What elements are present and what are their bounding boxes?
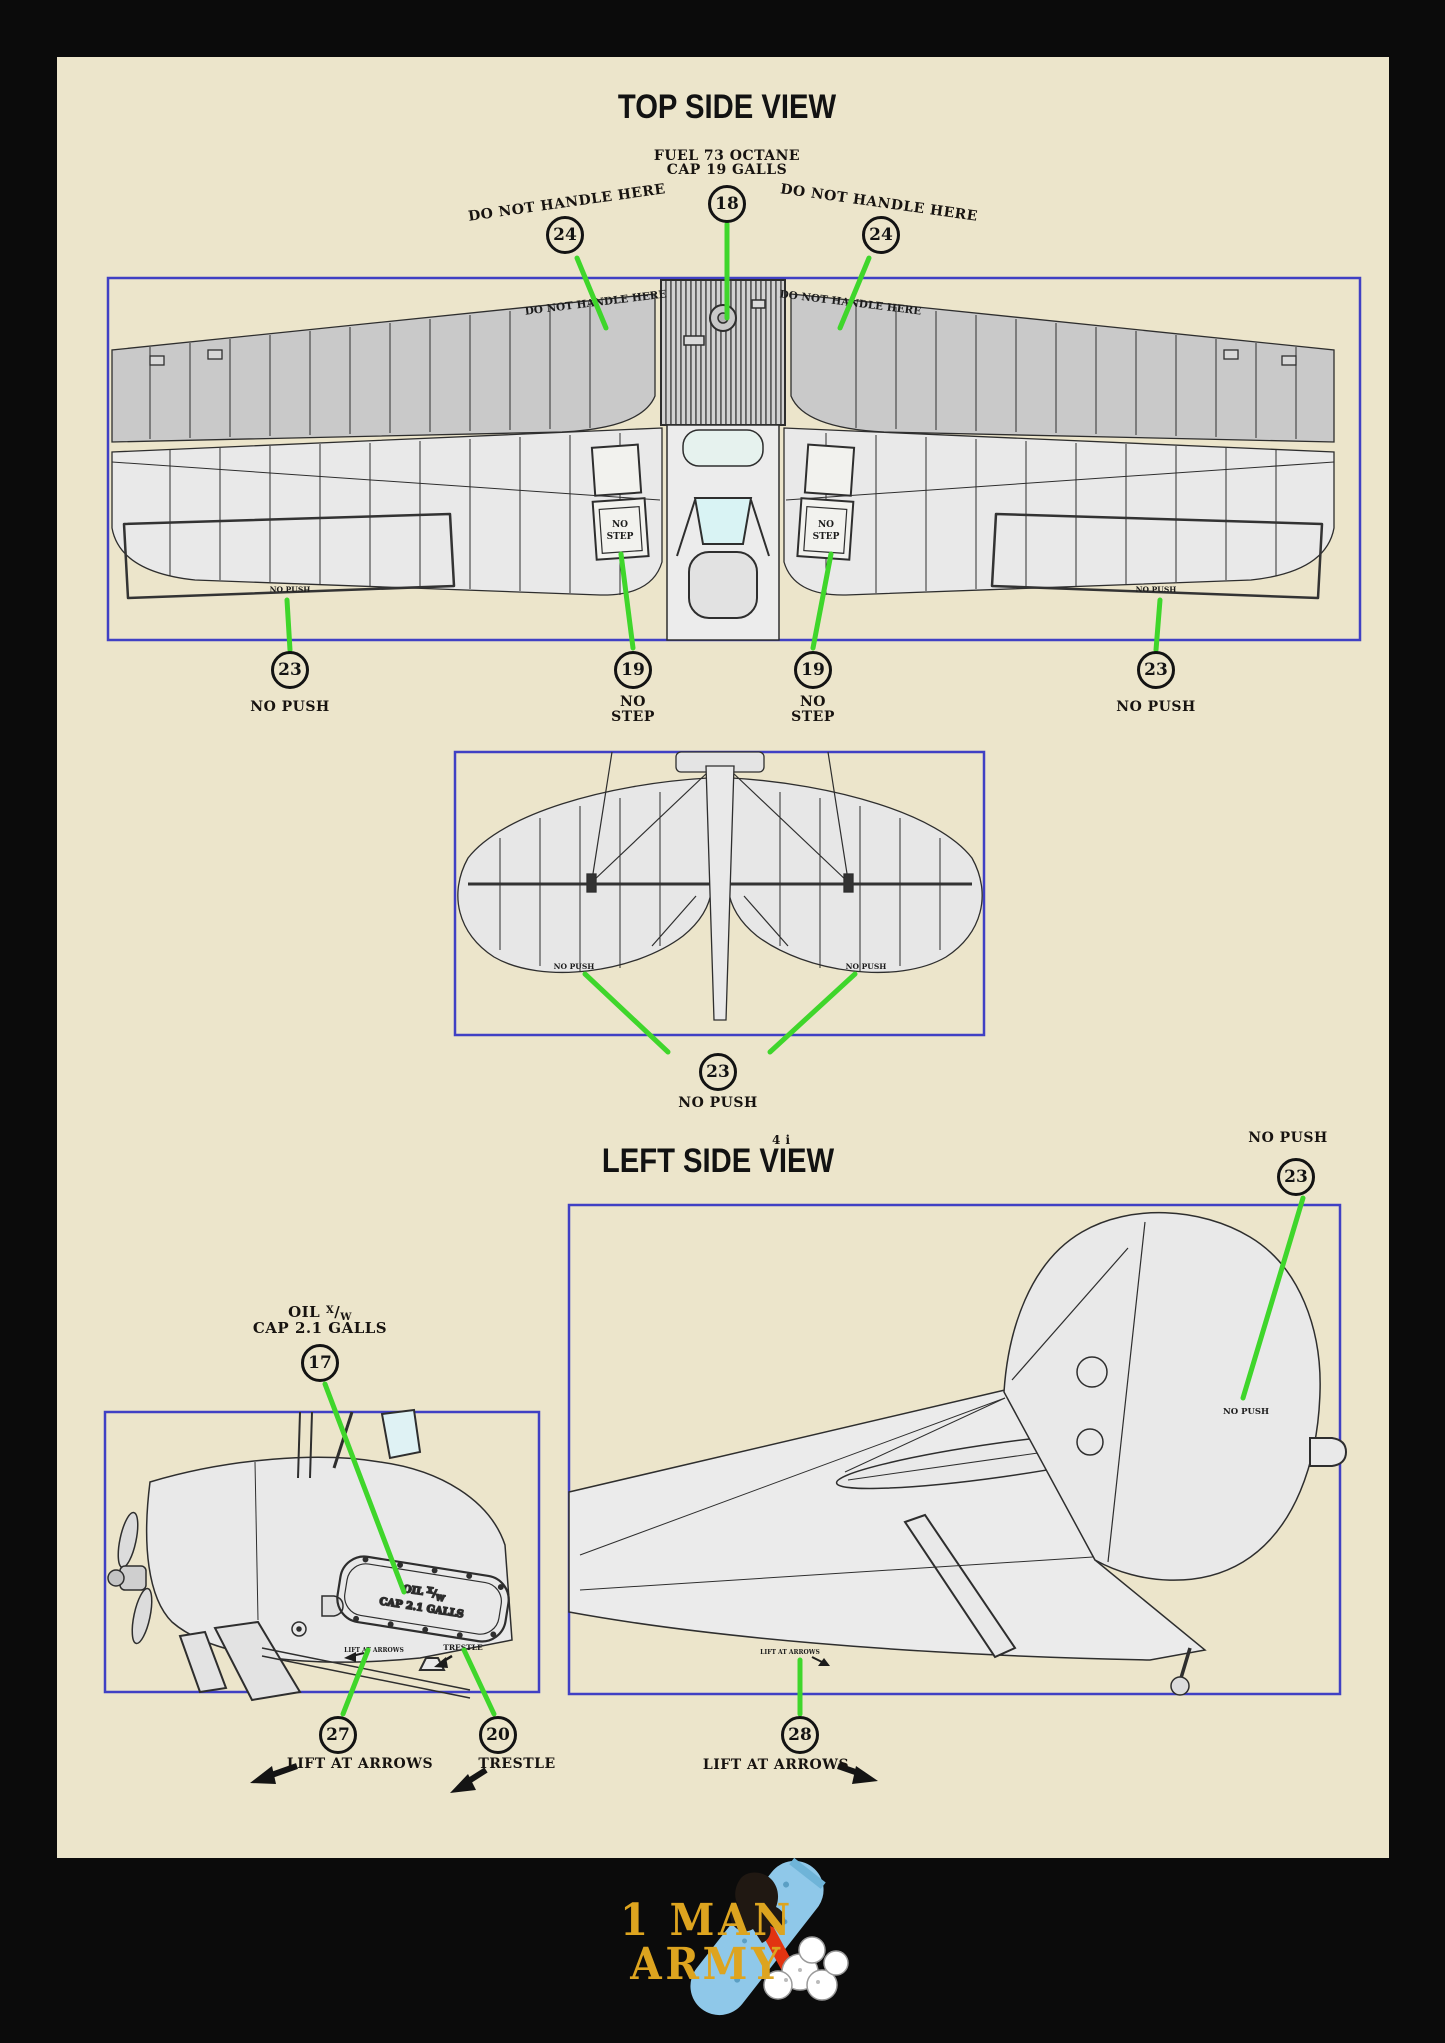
windscreen-side: [380, 1408, 422, 1460]
callout-lines-nose: [322, 1381, 497, 1717]
callout-23-wing-left: 23: [271, 651, 309, 689]
fuel-label-line1: FUEL 73 OCTANE: [653, 148, 801, 164]
callout-17-oil: 17: [301, 1344, 339, 1382]
top-view-fuselage: [660, 279, 786, 641]
oil-word: OIL: [288, 1303, 321, 1321]
left-view-no-push-label: NO PUSH: [1248, 1130, 1328, 1146]
no-step-marking-right-1: NO: [818, 520, 834, 530]
left-view-lift-marking: LIFT AT ARROWS: [760, 1649, 820, 1656]
no-step-label-right-1: NO: [800, 694, 826, 710]
nose-view-diagram: OIL X/W CAP 2.1 GALLS LIFT AT ARROWS TRE…: [103, 1381, 541, 1717]
tail-handle: [1309, 1437, 1348, 1467]
logo-line1: 1 MAN: [620, 1895, 794, 1946]
left-view-title: LEFT SIDE VIEW: [601, 1142, 835, 1180]
no-step-marking-left-1: NO: [612, 520, 628, 530]
tailskid-wheel: [1170, 1676, 1190, 1696]
nose-lift-marking: LIFT AT ARROWS: [344, 1647, 404, 1654]
callout-27-lift: 27: [319, 1716, 357, 1754]
oil-marking-line1: OIL X/W: [402, 1581, 448, 1604]
oil-label-line2: CAP 2.1 GALLS: [252, 1319, 388, 1337]
callout-28-lift: 28: [781, 1716, 819, 1754]
no-step-marking-left-2: STEP: [607, 532, 634, 542]
no-push-label-right: NO PUSH: [1116, 699, 1196, 715]
callout-23-wing-right: 23: [1137, 651, 1175, 689]
mini-arrows-nose: [344, 1652, 453, 1668]
lift-at-arrows-label-left: LIFT AT ARROWS: [286, 1756, 434, 1772]
tail-no-push-marking-right: NO PUSH: [846, 962, 887, 971]
no-step-label-left-2: STEP: [611, 709, 655, 725]
no-step-label-left-1: NO: [620, 694, 646, 710]
tail-no-push-marking-left: NO PUSH: [554, 962, 595, 971]
left-view-diagram: NO PUSH LIFT AT ARROWS: [567, 1195, 1348, 1717]
lift-mini-arrow-left-view: [811, 1656, 830, 1666]
propeller-blade: [117, 1511, 139, 1569]
fin-rudder: [1003, 1212, 1321, 1581]
callout-18-fuel: 18: [708, 185, 746, 223]
upper-wing: [111, 293, 656, 443]
walkway-outline: [122, 512, 456, 600]
oil-frac-slash: /: [334, 1303, 341, 1321]
landing-gear-leg: [213, 1620, 302, 1702]
lift-at-arrows-label-right: LIFT AT ARROWS: [702, 1757, 850, 1773]
oil-frac-num: X: [325, 1305, 335, 1316]
logo-line2: ARMY: [630, 1939, 784, 1990]
cloud-icon: [763, 1936, 849, 2001]
callout-24-right: 24: [862, 216, 900, 254]
lower-wing: [111, 427, 663, 596]
tail-view-diagram: NO PUSH NO PUSH: [453, 750, 986, 1055]
direction-arrows: [250, 1763, 878, 1793]
callout-19-right: 19: [794, 651, 832, 689]
callout-lines-top: [284, 221, 1163, 653]
no-push-label-left: NO PUSH: [250, 699, 330, 715]
callout-23-rudder: 23: [1277, 1158, 1315, 1196]
rear-fuselage: [568, 1389, 1207, 1661]
nose-trestle-marking: TRESTLE: [443, 1643, 483, 1652]
callout-24-left: 24: [546, 216, 584, 254]
top-view-title: TOP SIDE VIEW: [617, 88, 837, 126]
cockpit-opening: [688, 551, 758, 619]
rudder-no-push-marking: NO PUSH: [1223, 1407, 1269, 1417]
callout-lines-left-view: [797, 1195, 1306, 1717]
fuel-label-line2: CAP 19 GALLS: [666, 162, 788, 178]
trestle-label: TRESTLE: [478, 1756, 556, 1772]
callout-20-trestle: 20: [479, 1716, 517, 1754]
top-view-diagram: DO NOT HANDLE HERE DO NOT HANDLE HERE NO…: [106, 221, 1362, 653]
callout-19-left: 19: [614, 651, 652, 689]
logo-art: [690, 1857, 849, 2016]
left-view-title-note: 4 i: [772, 1133, 791, 1147]
nose-fuselage: [145, 1456, 513, 1663]
callout-lines-tail: [582, 971, 858, 1055]
stern-post: [705, 765, 735, 1021]
oil-label-line1: OIL X/W: [210, 1303, 430, 1326]
no-push-marking-left: NO PUSH: [270, 585, 311, 594]
no-push-marking-right: NO PUSH: [1136, 585, 1177, 594]
nose-view-frame: [103, 1410, 541, 1694]
tailplane: [457, 777, 713, 974]
rider-silhouette-icon: [730, 1872, 786, 1943]
strut: [903, 1513, 1017, 1659]
tail-no-push-label: NO PUSH: [678, 1095, 758, 1111]
propeller-blade: [131, 1587, 153, 1645]
no-step-marking-right-2: STEP: [813, 532, 840, 542]
oil-frac-den: W: [340, 1312, 352, 1323]
callout-23-tail: 23: [699, 1053, 737, 1091]
windscreen: [693, 497, 753, 545]
no-step-label-right-2: STEP: [791, 709, 835, 725]
